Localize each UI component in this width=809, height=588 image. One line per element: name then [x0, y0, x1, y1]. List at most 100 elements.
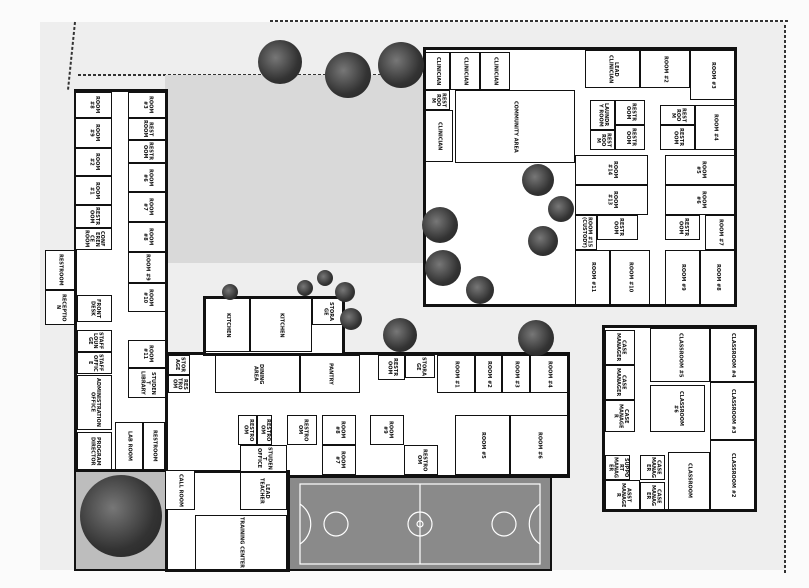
room-label: RESTROOM — [416, 448, 428, 472]
room: CALL ROOM — [165, 470, 195, 510]
tree-icon — [335, 282, 355, 302]
room: ROOM #8 — [75, 92, 112, 118]
room: LEAD TEACHER — [240, 472, 287, 510]
tree-icon — [317, 270, 333, 286]
room: RESTROOM — [597, 215, 638, 240]
room-label: ROOM #7 — [717, 219, 724, 246]
room: ROOM #1 — [437, 355, 475, 393]
room-label: RESTROOM — [669, 107, 687, 123]
property-line-left — [67, 21, 76, 91]
room: LEAD CLINICIAN — [585, 50, 640, 88]
room: CLASSROOM #3 — [710, 382, 755, 440]
room-label: RESTROOM — [88, 207, 100, 226]
room-label: ROOM #14 — [606, 161, 618, 179]
room-label: KITCHEN — [278, 312, 285, 338]
room-label: CLASSROOM #3 — [730, 388, 737, 434]
room-label: ROOM #9 — [88, 124, 100, 142]
room: ROOM #8 — [128, 222, 166, 252]
room-label: CONFERENCE ROOM — [83, 230, 105, 248]
room: CLASSROOM #2 — [710, 440, 755, 510]
room-label: ROOM #3 — [513, 360, 520, 388]
room-label: TRAINING CENTER — [238, 517, 245, 569]
room-label: ROOM #8 — [142, 228, 154, 246]
room-label: ROOM #10 — [142, 288, 154, 307]
room-label: CLINICIAN — [435, 56, 442, 86]
tree-icon — [425, 250, 461, 286]
room-label: LEAD TEACHER — [258, 478, 270, 504]
room-label: LAUNDRY ROOM — [597, 103, 609, 127]
room: DINING AREA — [215, 355, 300, 393]
room: KITCHEN — [250, 298, 312, 352]
room: STUDENT OFFICE — [240, 445, 287, 472]
room: TRAINING CENTER — [195, 515, 287, 570]
room-label: CASE MANAGER — [644, 457, 662, 479]
room-label: ROOM #2 — [662, 55, 669, 83]
room: ROOM #5 — [455, 415, 510, 475]
room-label: ROOM #11 — [590, 262, 597, 293]
room: ROOM #3 — [690, 50, 735, 100]
room: STORAGE — [405, 355, 435, 378]
court-lines — [299, 483, 541, 565]
room: ROOM #2 — [640, 50, 690, 88]
room-label: ROOM #4 — [712, 114, 719, 141]
room-label: ROOM #3 — [142, 96, 154, 114]
room-label: RESTROOM — [142, 142, 154, 161]
room: CLINICIAN — [480, 52, 510, 90]
room-label: ROOM #8 — [334, 421, 346, 439]
room-label: RESTROOM — [259, 418, 271, 442]
room: ROOM #9 — [128, 252, 166, 283]
room-label: DINING AREA — [252, 363, 264, 385]
room-label: ADMINISTRATION OFFICE — [89, 378, 101, 427]
room-label: RESTROOM — [594, 132, 612, 148]
room-label: KITCHEN — [225, 312, 232, 338]
room: CASE MANAGER — [640, 482, 665, 510]
room-label: CLASSROOM #5 — [677, 332, 684, 378]
room: ROOM #14 — [575, 155, 648, 185]
room: RESTROOM — [143, 422, 165, 470]
room-label: RESTROOM — [57, 254, 64, 286]
room: CASE MANAGER — [605, 330, 635, 365]
room-label: STUDENT OFFICE — [255, 447, 273, 470]
room: RESTROOM — [257, 415, 272, 445]
room-label: RESTROOM — [386, 358, 398, 377]
room-label: ROOM #7 — [142, 198, 154, 216]
room: CONFERENCE ROOM — [75, 228, 112, 250]
room-label: ROOM #5 — [480, 431, 487, 459]
room-label: RESTROOM — [142, 120, 154, 138]
tree-icon — [222, 284, 238, 300]
room: RESTROOM — [378, 355, 405, 380]
room-label: PANTRY — [327, 363, 334, 385]
tree-icon — [378, 42, 424, 88]
room: SUPPORT MANAGER — [605, 455, 630, 480]
tree-icon — [522, 164, 554, 196]
tree-icon — [325, 52, 371, 98]
room-label: ROOM #2 — [486, 360, 493, 388]
room: ROOM #3 — [502, 355, 530, 393]
room-label: ROOM #9 — [144, 254, 151, 281]
courtyard — [165, 75, 423, 263]
room: RESTROOM — [590, 130, 615, 150]
room-label: RESTROOM — [297, 418, 309, 442]
room: STORAGE — [168, 355, 190, 375]
room: CLINICIAN — [425, 52, 450, 90]
room-label: CASE MANAGER — [612, 403, 629, 429]
room-label: ROOM #15 (CUSTODY) — [581, 217, 593, 248]
room-label: FRONT DESK — [89, 298, 101, 319]
room-label: STORAGE — [415, 357, 427, 376]
room: ROOM #15 (CUSTODY) — [575, 215, 597, 250]
tree-icon — [80, 475, 162, 557]
room: ROOM #7 — [128, 192, 166, 222]
room: STORAGE — [312, 298, 343, 325]
room: RECEPTION — [45, 290, 75, 325]
room: PANTRY — [300, 355, 360, 393]
room-label: RESTROOM — [677, 218, 689, 237]
room: ROOM #10 — [128, 283, 166, 312]
room-label: CLINICIAN — [462, 56, 469, 86]
room: RESTROOM — [287, 415, 317, 445]
room-label: RESTROOM — [171, 378, 188, 390]
room-label: CLASSROOM #6 — [672, 390, 684, 427]
room-label: CLINICIAN — [492, 56, 499, 86]
room-label: ROOM #6 — [695, 191, 707, 209]
room: CASE MANAGER — [605, 400, 635, 432]
